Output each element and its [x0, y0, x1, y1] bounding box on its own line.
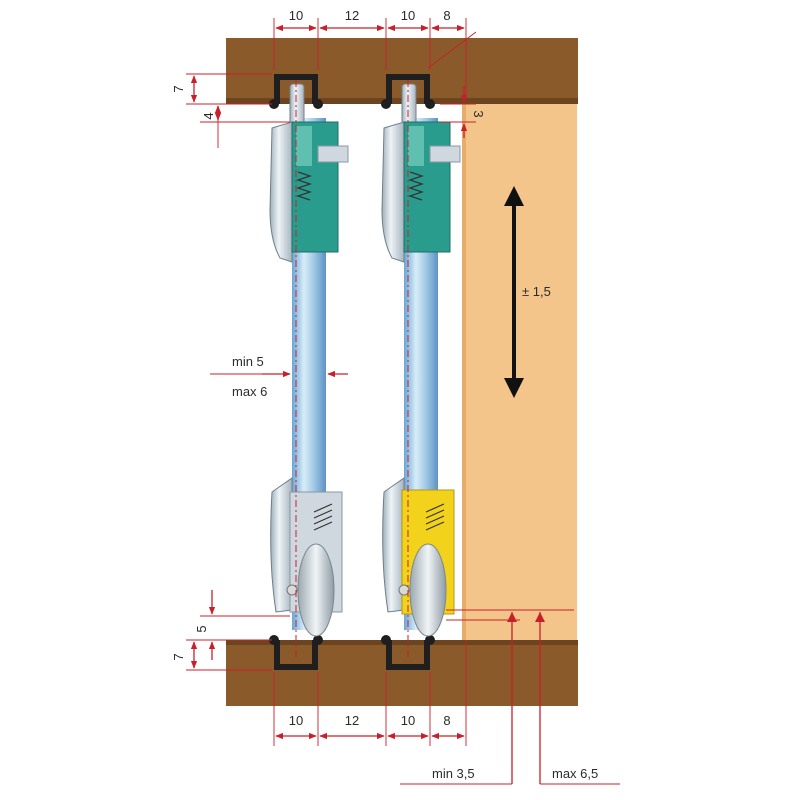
- bottom-dim-label-4: 8: [443, 713, 450, 728]
- top-dim-label-2: 12: [345, 8, 359, 23]
- bottom-clearance-dimensions: [400, 609, 620, 785]
- bottom-min-label: min 3,5: [432, 766, 475, 781]
- left-top-dimensions: [186, 73, 290, 148]
- glass-max-label: max 6: [232, 384, 267, 399]
- right-top-gap-dimension: [440, 86, 476, 138]
- bottom-dim-label-1: 10: [289, 713, 303, 728]
- top-dim-label-4: 8: [443, 8, 450, 23]
- bottom-wood-floor-edge: [226, 640, 578, 645]
- top-carriage-rear: [381, 121, 461, 263]
- top-carriage-front: [269, 121, 349, 263]
- bottom-max-label: max 6,5: [552, 766, 598, 781]
- bottom-rail-right: [381, 635, 435, 670]
- left-bottom-dimensions: [186, 590, 290, 671]
- travel-label: ± 1,5: [522, 284, 551, 299]
- top-gap-label: 4: [201, 112, 216, 119]
- bottom-dim-label-2: 12: [345, 713, 359, 728]
- bottom-gap-label: 5: [194, 625, 209, 632]
- bottom-carriage-front: [270, 477, 343, 637]
- glass-min-label: min 5: [232, 354, 264, 369]
- door-panel: [462, 98, 577, 643]
- bottom-dimension-chain: [273, 640, 467, 746]
- right-top-gap-label: 3: [471, 110, 486, 117]
- top-rail-height-label: 7: [171, 85, 186, 92]
- roller-wheel-front: [297, 543, 335, 637]
- bottom-rail-height-label: 7: [171, 653, 186, 660]
- top-dim-label-1: 10: [289, 8, 303, 23]
- top-guide-pin-rear: [401, 83, 417, 125]
- top-guide-pin-front: [289, 83, 305, 125]
- bottom-carriage-rear: [382, 477, 455, 637]
- top-dimension-chain: [273, 18, 477, 98]
- roller-wheel-rear: [409, 543, 447, 637]
- bottom-wood-floor: [226, 640, 578, 706]
- bottom-rail-left: [269, 635, 323, 670]
- door-panel-edge: [462, 98, 466, 643]
- bottom-dim-label-3: 10: [401, 713, 415, 728]
- top-dim-label-3: 10: [401, 8, 415, 23]
- travel-arrow: [504, 186, 524, 398]
